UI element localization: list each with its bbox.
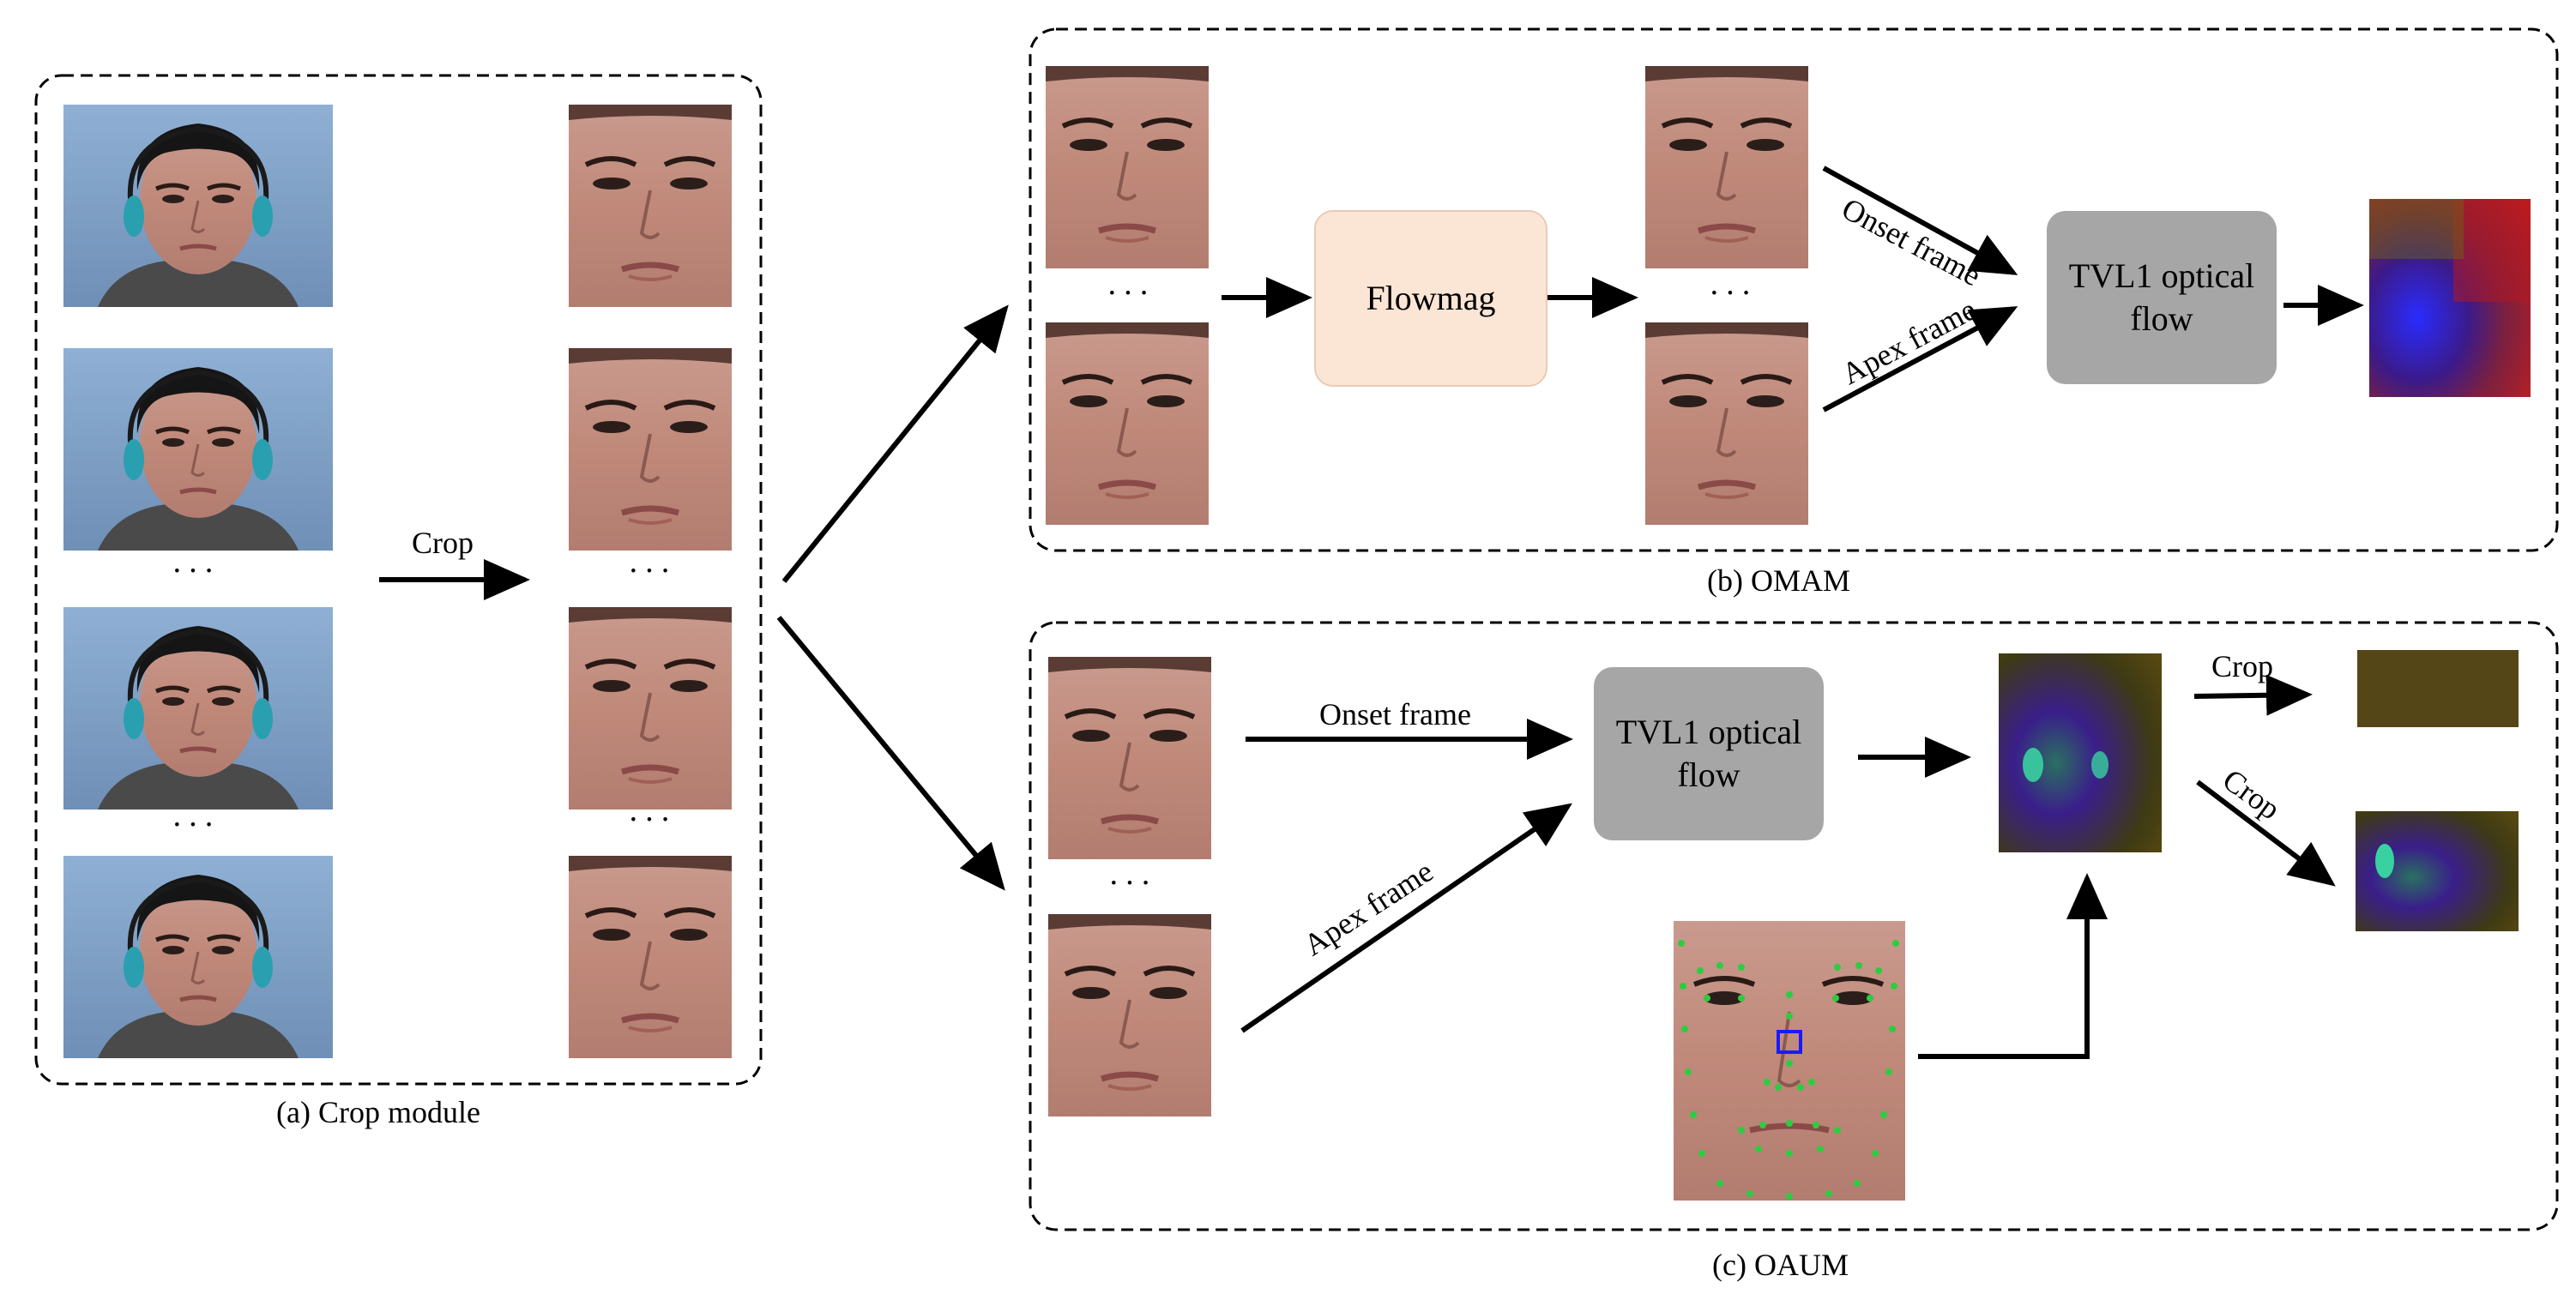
ellipsis: ··· <box>172 807 220 843</box>
oaum-frame <box>1029 621 2559 1231</box>
magnified-face <box>1645 322 1808 525</box>
roi-box <box>1777 1030 1802 1054</box>
ellipsis: ··· <box>1108 865 1156 901</box>
onset-frame-arrow <box>1822 166 2018 275</box>
portrait-image <box>63 856 333 1058</box>
tvl1-label-line2: flow <box>1677 755 1740 794</box>
oaum-input-face <box>1048 657 1211 859</box>
ellipsis: ··· <box>628 802 676 838</box>
oaum-caption: (c) OAUM <box>1712 1248 1849 1282</box>
portrait-image <box>63 607 333 809</box>
cropped-face-image <box>569 348 732 551</box>
oaum-apex-arrow <box>1240 803 1572 1033</box>
flowmag-label: Flowmag <box>1366 279 1496 317</box>
oaum-onset-label: Onset frame <box>1319 697 1471 731</box>
magnified-face <box>1645 66 1808 268</box>
landmark-face <box>1674 921 1905 1201</box>
ellipsis: ··· <box>172 553 220 589</box>
facial-landmarks <box>1678 940 1899 1200</box>
tvl1-label-line1: TVL1 optical <box>1615 713 1802 751</box>
flowmag-block: Flowmag <box>1314 210 1547 387</box>
tvl1-label-line2: flow <box>2130 299 2193 338</box>
crop-upper-label: Crop <box>2211 649 2273 683</box>
tvl1-block-oaum: TVL1 optical flow <box>1594 667 1824 840</box>
tvl1-block-omam: TVL1 optical flow <box>2047 211 2277 384</box>
apex-frame-arrow <box>1822 306 2018 412</box>
branch-arrow-oaum <box>776 616 1005 891</box>
omam-input-face <box>1046 322 1209 525</box>
crop-module-frame <box>34 74 763 1086</box>
omam-frame <box>1029 27 2559 552</box>
tvl1-label-line1: TVL1 optical <box>2068 256 2255 295</box>
oaum-flow-map <box>1999 653 2162 852</box>
cropped-face-image <box>569 105 732 307</box>
branch-arrow-omam <box>781 304 1009 583</box>
oaum-input-face <box>1048 914 1211 1116</box>
cropped-face-image <box>569 607 732 809</box>
ellipsis: ··· <box>628 553 676 589</box>
crop-lower-arrow <box>2196 779 2336 887</box>
portrait-image <box>63 105 333 307</box>
omam-caption: (b) OMAM <box>1707 563 1850 598</box>
ellipsis: ··· <box>1107 275 1155 311</box>
crop-upper-arrow <box>2193 674 2313 716</box>
cropped-upper-flow <box>2357 650 2519 727</box>
cropped-face-image <box>569 856 732 1058</box>
portrait-image <box>63 348 333 551</box>
roi-to-flow-arrow <box>1918 873 2108 1059</box>
crop-module-caption: (a) Crop module <box>276 1095 480 1129</box>
omam-input-face <box>1046 66 1209 268</box>
ellipsis: ··· <box>1709 275 1757 311</box>
crop-arrow-label: Crop <box>412 526 474 560</box>
